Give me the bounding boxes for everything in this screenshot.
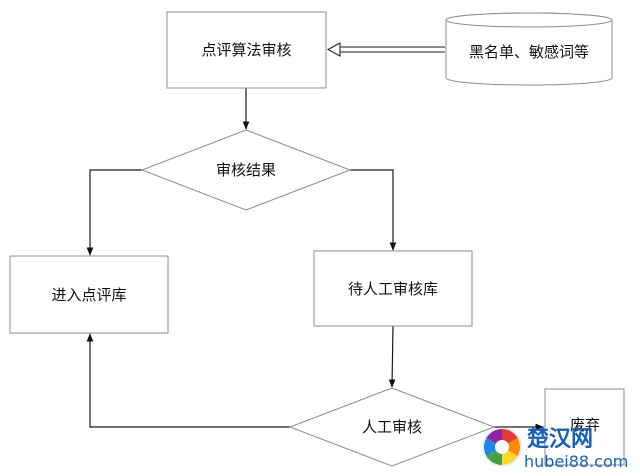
watermark-brand: 楚汉网 — [527, 427, 593, 452]
node-enter-lib: 进入点评库 — [9, 255, 169, 334]
edge-manual-to-enter-lib — [86, 333, 290, 428]
node-pending-lib: 待人工审核库 — [313, 250, 473, 327]
node-review-result: 审核结果 — [140, 129, 352, 211]
edge-blacklist-to-algo — [326, 42, 445, 57]
node-blacklist-label: 黑名单、敏感词等 — [469, 43, 589, 61]
edges — [86, 88, 544, 431]
node-review-result-label: 审核结果 — [216, 161, 276, 179]
node-discard: 废弃 — [544, 388, 625, 466]
node-enter-lib-label: 进入点评库 — [51, 286, 126, 304]
node-blacklist: 黑名单、敏感词等 — [445, 12, 613, 86]
node-algo-review: 点评算法审核 — [166, 11, 327, 89]
node-algo-review-label: 点评算法审核 — [201, 41, 291, 59]
watermark: 楚汉网 hubei88.com — [482, 427, 628, 471]
edge-result-to-pending-lib — [350, 169, 397, 251]
node-pending-lib-label: 待人工审核库 — [348, 280, 438, 298]
watermark-logo-icon — [482, 427, 522, 467]
node-discard-label: 废弃 — [570, 416, 600, 434]
edge-pending-to-manual — [388, 325, 396, 388]
node-manual-review: 人工审核 — [288, 387, 496, 467]
node-manual-review-label: 人工审核 — [362, 418, 422, 436]
edge-result-to-enter-lib — [86, 169, 142, 256]
watermark-url: hubei88.com — [524, 452, 628, 471]
